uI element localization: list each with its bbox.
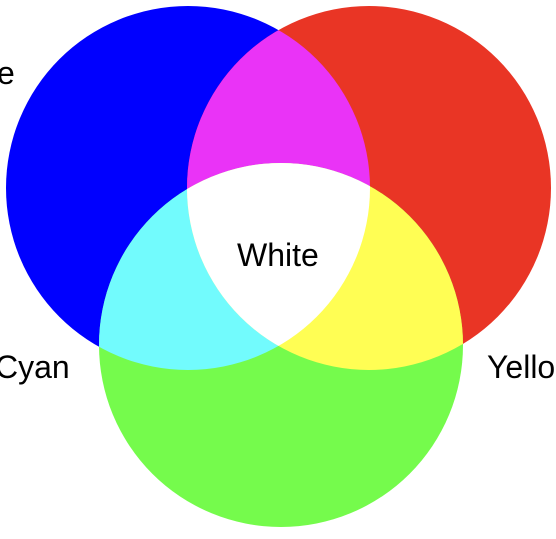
white-label: White	[237, 237, 319, 273]
cyan-label: Cyan	[0, 349, 70, 385]
yellow-label: Yello	[487, 349, 555, 385]
top-left-partial-label: e	[0, 55, 15, 91]
